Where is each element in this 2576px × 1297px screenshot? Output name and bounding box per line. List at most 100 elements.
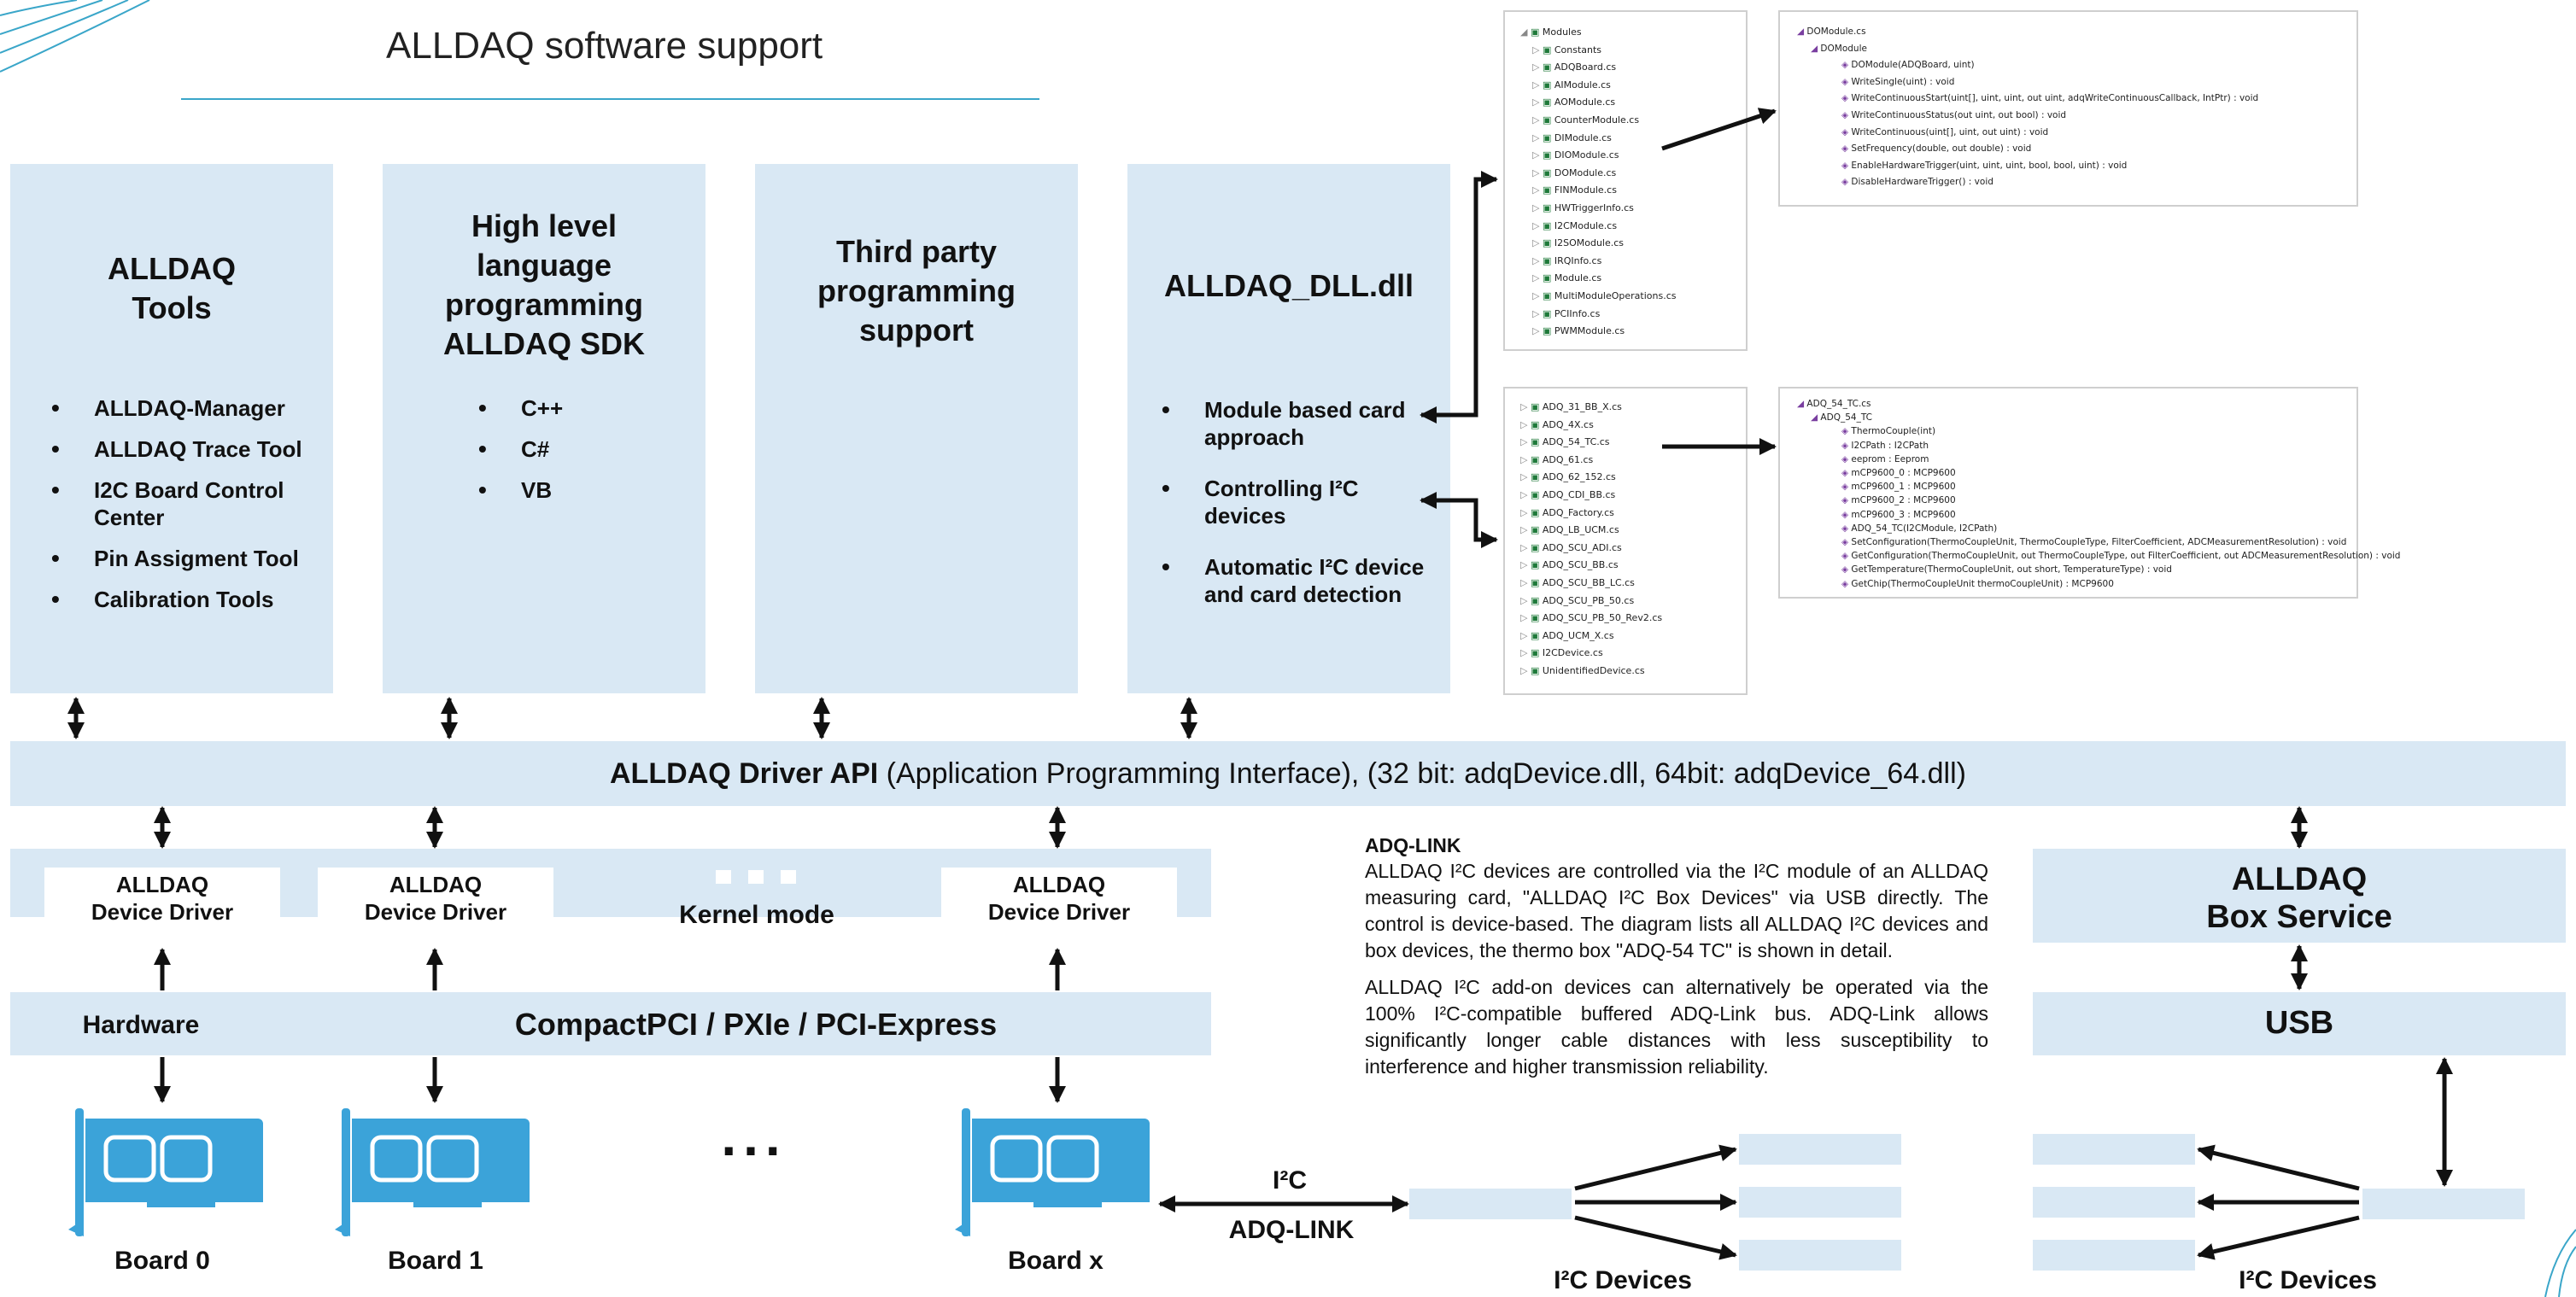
tree-item: ▷ ▣ ADQ_54_TC.cs [1520,436,1610,448]
board-1-icon [335,1108,530,1236]
page-title: ALLDAQ software support [386,25,823,67]
tree-item: ▷ ▣ MultiModuleOperations.cs [1532,289,1677,301]
device-driver-1: ALLDAQ Device Driver [318,868,553,925]
kernel-mode-label: Kernel mode [679,901,834,929]
tree-item: ▷ ▣ Constants [1532,44,1602,56]
tree-item: ▷ ▣ ADQ_LB_UCM.cs [1520,524,1619,536]
member-item: ◈ WriteSingle(uint) : void [1841,76,1955,87]
bullet-item: Module based card approach [1162,396,1435,451]
member-item: ◈ GetChip(ThermoCoupleUnit thermoCoupleU… [1841,578,2114,589]
column-alldaq-tools: ALLDAQ Tools ALLDAQ-Manager ALLDAQ Trace… [10,164,333,693]
tree-item: ▷ ▣ ADQ_SCU_PB_50.cs [1520,594,1635,606]
link-adqlink-label: ADQ-LINK [1228,1216,1355,1244]
tree-item: ▷ ▣ UnidentifiedDevice.cs [1520,664,1645,676]
tree-item: ▷ ▣ DIModule.cs [1532,131,1612,143]
member-item: ◈ SetConfiguration(ThermoCoupleUnit, The… [1841,537,2347,548]
adq-link-heading: ADQ-LINK [1365,834,1461,856]
member-item: ◈ I2CPath : I2CPath [1841,440,1929,451]
member-item: ◈ GetConfiguration(ThermoCoupleUnit, out… [1841,551,2401,562]
bus-label: CompactPCI / PXIe / PCI-Express [514,1007,998,1042]
devices-tree-screenshot: ▷ ▣ ADQ_31_BB_X.cs ▷ ▣ ADQ_4X.cs ▷ ▣ ADQ_5… [1503,387,1748,695]
bullet-item: ALLDAQ Trace Tool [51,435,325,463]
i2c-device-bar [1739,1240,1901,1271]
i2c-device-bar [1739,1134,1901,1165]
member-item: ◈ ADQ_54_TC(I2CModule, I2CPath) [1841,523,1998,534]
board-1-label: Board 1 [388,1247,483,1275]
member-item: ◈ GetTemperature(ThermoCoupleUnit, out s… [1841,564,2172,575]
member-item: ◢ DOModule [1811,43,1867,54]
member-item: ◈ mCP9600_2 : MCP9600 [1841,495,1956,506]
i2c-devices-label-right: I²C Devices [2239,1266,2377,1294]
member-item: ◈ WriteContinuous(uint[], uint, out uint… [1841,126,2049,137]
adq-link-paragraph-2: ALLDAQ I²C add-on devices can alternativ… [1365,976,1988,1078]
bullet-item: Pin Assigment Tool [51,545,325,572]
tree-item: ▷ ▣ ADQ_SCU_BB.cs [1520,559,1619,571]
tree-item: ▷ ▣ ADQ_4X.cs [1520,418,1594,430]
tree-item: ▷ ▣ AOModule.cs [1532,96,1616,108]
bullet-item: Automatic I²C device and card detection [1162,553,1435,608]
driver-api-title: ALLDAQ Driver API [610,757,879,790]
member-item: ◢ DOModule.cs [1797,26,1866,37]
i2c-bus-bar-right [2362,1189,2525,1219]
board-0-label: Board 0 [114,1247,210,1275]
tree-item: ▷ ▣ ADQ_SCU_BB_LC.cs [1520,576,1635,588]
tree-item: ▷ ▣ ADQ_UCM_X.cs [1520,629,1614,641]
bullet-item: I2C Board Control Center [51,476,325,531]
tree-item: ▷ ▣ ADQBoard.cs [1532,61,1617,73]
member-item: ◢ ADQ_54_TC [1811,412,1872,424]
modules-tree-screenshot: ◢ ▣ Modules ▷ ▣ Constants ▷ ▣ ADQBoard.cs ▷… [1503,10,1748,351]
bullet-item: Calibration Tools [51,586,325,613]
member-item: ◈ mCP9600_0 : MCP9600 [1841,468,1956,479]
adq-link-description: ADQ-LINK ALLDAQ I²C devices are controll… [1365,833,1988,1090]
adq-link-paragraph-1: ALLDAQ I²C devices are controlled via th… [1365,860,1988,961]
tree-item: ▷ ▣ ADQ_Factory.cs [1520,506,1614,518]
tree-item: ▷ ▣ DIOModule.cs [1532,149,1619,161]
i2c-device-bar [2033,1240,2195,1271]
i2c-device-bar [2033,1187,2195,1218]
column-alldaq-dll: ALLDAQ_DLL.dll Module based card approac… [1127,164,1450,693]
tree-item: ▷ ▣ DOModule.cs [1532,167,1617,178]
tree-item: ▷ ▣ I2CDevice.cs [1520,647,1603,659]
member-item: ◈ SetFrequency(double, out double) : voi… [1841,143,2032,155]
i2c-bus-bar-left [1409,1189,1572,1219]
member-item: ◈ ThermoCouple(int) [1841,426,1936,437]
tree-item: ▷ ▣ ADQ_CDI_BB.cs [1520,488,1616,500]
boards-ellipsis: ... [721,1106,787,1167]
usb-bar: USB [2033,992,2566,1055]
i2c-devices-label-left: I²C Devices [1554,1266,1692,1294]
tree-item: ▷ ▣ CounterModule.cs [1532,114,1640,126]
member-item: ◈ DOModule(ADQBoard, uint) [1841,60,1975,71]
i2c-device-bar [1739,1187,1901,1218]
title-divider [181,98,1039,100]
member-item: ◈ WriteContinuousStatus(out uint, out bo… [1841,109,2067,120]
member-item: ◢ ADQ_54_TC.cs [1797,399,1871,409]
bullet-item: ALLDAQ-Manager [51,394,325,422]
member-item: ◈ mCP9600_3 : MCP9600 [1841,509,1956,520]
board-x-label: Board x [1008,1247,1104,1275]
device-driver-x: ALLDAQ Device Driver [941,868,1177,925]
usb-label: USB [2264,1005,2334,1041]
hardware-label: Hardware [82,1011,200,1039]
tree-item: ◢ ▣ Modules [1520,26,1582,38]
bullet-item: Controlling I²C devices [1162,475,1435,529]
board-x-icon [955,1108,1150,1236]
member-item: ◈ eeprom : Eeprom [1841,453,1929,464]
member-item: ◈ EnableHardwareTrigger(uint, uint, uint… [1841,160,2128,171]
bullet-item: C# [478,435,666,463]
tree-item: ▷ ▣ ADQ_62_152.cs [1520,471,1616,483]
tree-item: ▷ ▣ ADQ_SCU_ADI.cs [1520,541,1622,553]
bullet-item: VB [478,476,666,504]
tree-item: ▷ ▣ FINModule.cs [1532,184,1617,196]
tree-item: ▷ ▣ AIModule.cs [1532,79,1611,91]
kernel-ellipsis-dots [716,870,798,884]
bullet-item: C++ [478,394,666,422]
link-i2c-label: I²C [1273,1166,1307,1195]
tree-item: ▷ ▣ ADQ_61.cs [1520,453,1594,465]
member-item: ◈ DisableHardwareTrigger() : void [1841,177,1993,188]
tree-item: ▷ ▣ Module.cs [1532,272,1602,284]
column-third-party: Third party programming support [755,164,1078,693]
member-item: ◈ WriteContinuousStart(uint[], uint, uin… [1841,93,2259,104]
tree-item: ▷ ▣ ADQ_31_BB_X.cs [1520,401,1622,412]
member-item: ◈ mCP9600_1 : MCP9600 [1841,482,1956,493]
